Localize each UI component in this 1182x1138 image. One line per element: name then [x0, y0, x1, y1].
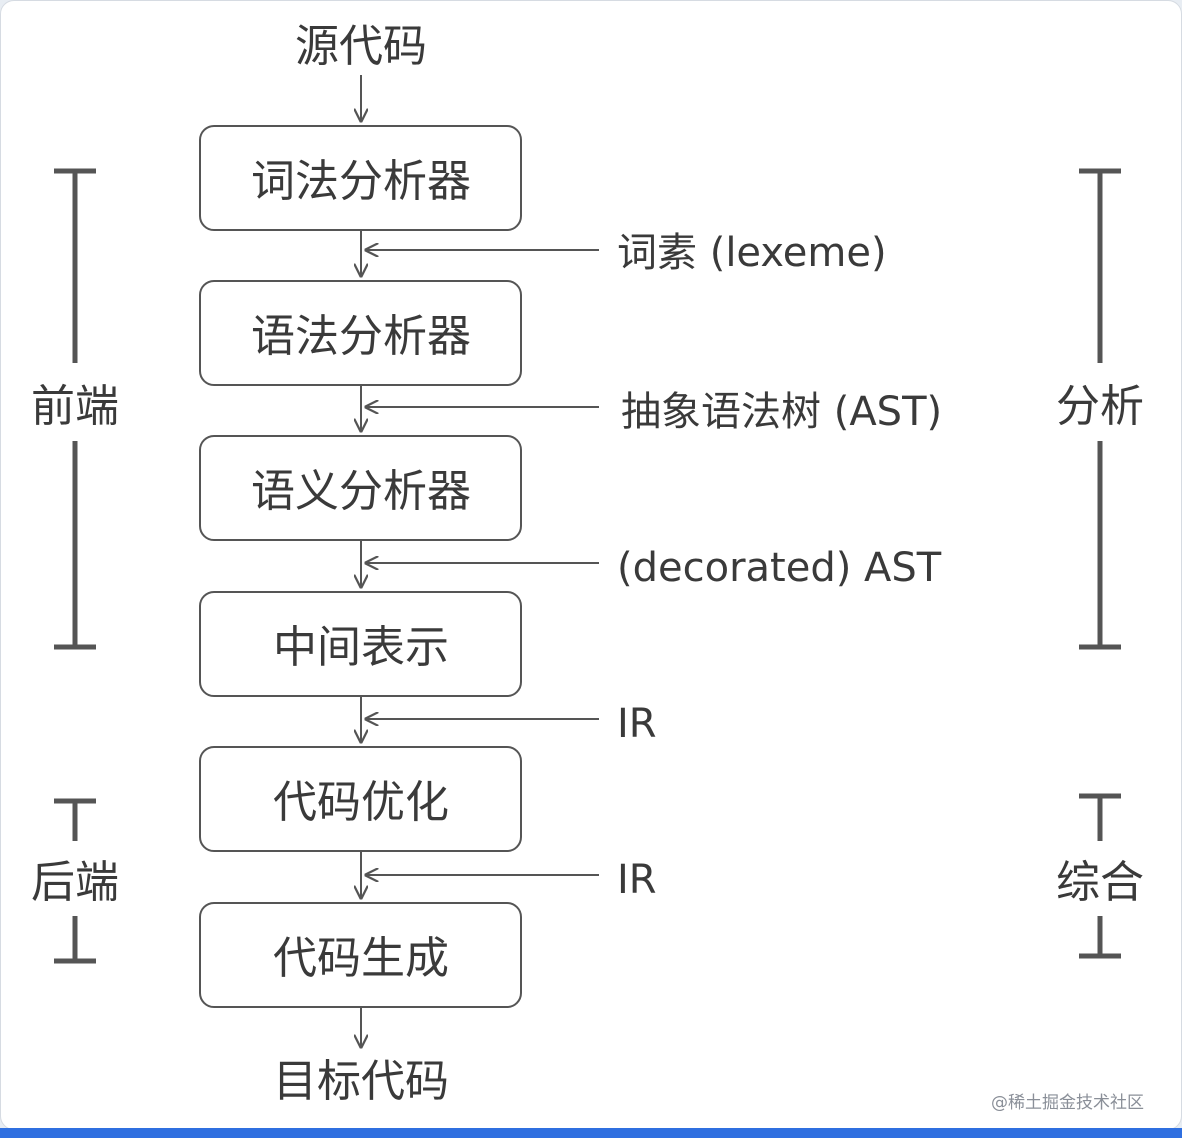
synthesis-label: 综合 — [1056, 857, 1144, 908]
analysis-label: 分析 — [1056, 381, 1144, 432]
edge-labels: 词素 (lexeme) 抽象语法树 (AST) (decorated) AST … — [617, 230, 942, 903]
edge-label-lexeme: 词素 (lexeme) — [617, 230, 887, 276]
stage-optimize-box — [199, 746, 522, 852]
stage-optimize: 代码优化 — [199, 746, 522, 852]
stage-semantic-label: 语义分析器 — [251, 466, 471, 517]
stage-codegen: 代码生成 — [199, 902, 522, 1008]
edge-label-ast: 抽象语法树 (AST) — [621, 389, 942, 435]
stage-boxes: 词法分析器 语法分析器 语义分析器 中间表示 代码优化 代码生成 — [199, 125, 522, 1008]
analysis-bracket — [1079, 168, 1121, 650]
edge-label-ir-1: IR — [617, 701, 657, 747]
stage-ir-label: 中间表示 — [273, 622, 449, 673]
stage-parser-box — [199, 280, 522, 386]
input-label: 源代码 — [295, 21, 427, 72]
stage-parser-label: 语法分析器 — [251, 311, 471, 362]
stage-semantic-box — [199, 435, 522, 541]
left-brackets — [54, 168, 96, 964]
stage-codegen-box — [199, 902, 522, 1008]
synthesis-bracket — [1079, 793, 1121, 959]
edge-label-ir-2: IR — [617, 857, 657, 903]
frontend-label: 前端 — [31, 381, 119, 432]
stage-semantic: 语义分析器 — [199, 435, 522, 541]
watermark: @稀土掘金技术社区 — [991, 1093, 1144, 1113]
label-arrows — [366, 250, 599, 875]
stage-parser: 语法分析器 — [199, 280, 522, 386]
edge-label-decorated-ast: (decorated) AST — [617, 545, 942, 591]
stage-lexer-box — [199, 125, 522, 231]
right-brackets — [1079, 168, 1121, 959]
frontend-bracket — [54, 168, 96, 650]
output-label: 目标代码 — [273, 1056, 449, 1107]
stage-ir: 中间表示 — [199, 591, 522, 697]
stage-optimize-label: 代码优化 — [273, 777, 449, 828]
backend-label: 后端 — [31, 857, 119, 908]
bottom-accent-bar — [0, 1128, 1182, 1138]
backend-bracket — [54, 798, 96, 964]
stage-ir-box — [199, 591, 522, 697]
stage-lexer-label: 词法分析器 — [251, 156, 471, 207]
stage-lexer: 词法分析器 — [199, 125, 522, 231]
stage-codegen-label: 代码生成 — [273, 933, 449, 984]
